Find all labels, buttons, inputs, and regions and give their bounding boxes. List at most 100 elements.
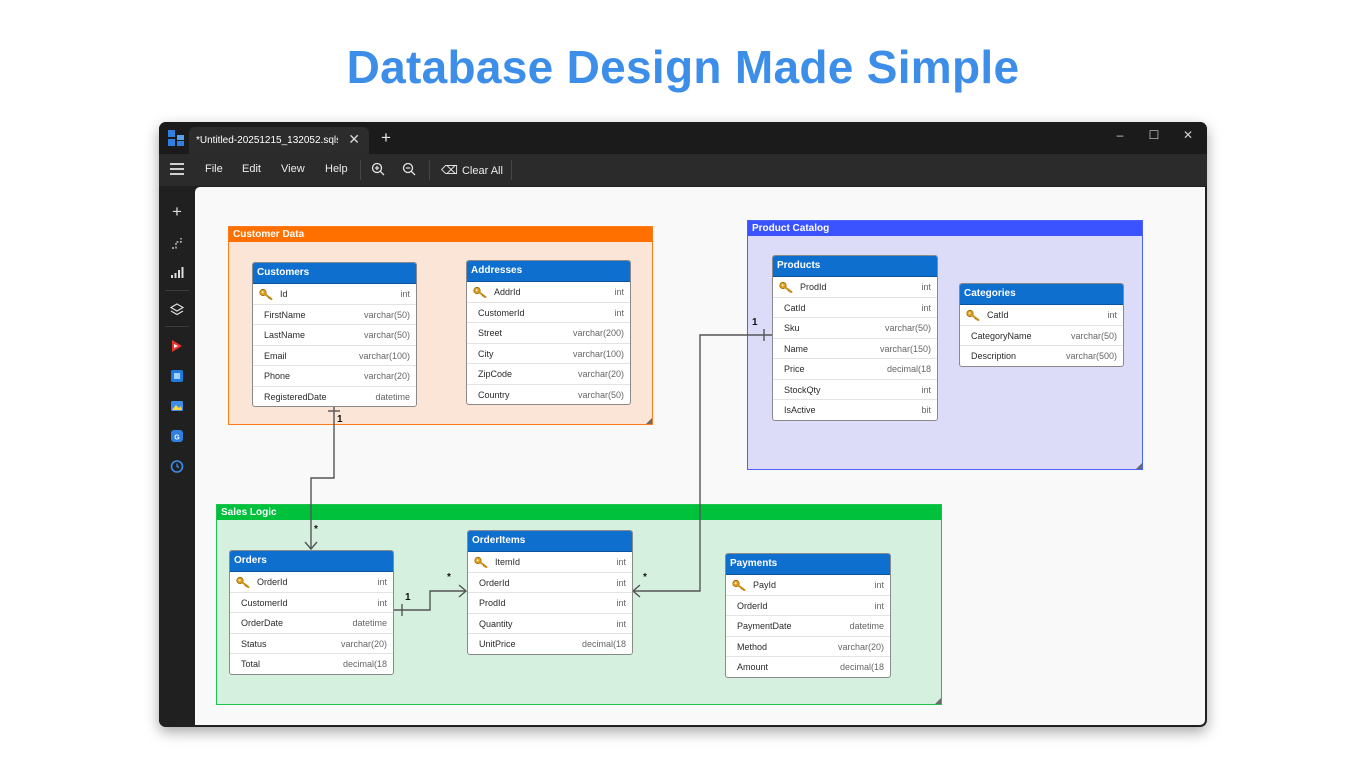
new-tab-button[interactable]: + <box>381 128 391 147</box>
resize-handle[interactable] <box>935 698 941 704</box>
close-window-button[interactable]: ✕ <box>1182 128 1194 142</box>
ext-app-image-icon[interactable] <box>167 396 187 416</box>
menu-file[interactable]: File <box>205 163 223 175</box>
minimize-button[interactable]: – <box>1116 128 1124 142</box>
column-name: Street <box>478 328 503 338</box>
column-row[interactable]: Street varchar(200) <box>467 323 630 344</box>
menu-edit[interactable]: Edit <box>242 163 261 175</box>
column-type: varchar(50) <box>363 309 410 320</box>
app-logo-icon <box>168 130 184 146</box>
column-name: CustomerId <box>478 307 525 318</box>
column-type: varchar(150) <box>879 343 931 354</box>
ext-app-g-icon[interactable]: G <box>167 426 187 446</box>
relation-products-orderitems <box>633 334 772 592</box>
zoom-out-icon[interactable] <box>402 162 416 176</box>
signal-icon[interactable] <box>167 263 187 283</box>
table-title: OrderItems <box>468 531 632 552</box>
relationship-lines <box>304 329 772 616</box>
toolbar-divider <box>360 160 361 180</box>
primary-key-icon <box>732 579 746 591</box>
eraser-icon: ⌫ <box>441 163 458 177</box>
table-title: Customers <box>253 263 416 284</box>
column-name: OrderId <box>737 600 768 611</box>
menu-help[interactable]: Help <box>325 163 348 175</box>
clear-all-button[interactable]: ⌫Clear All <box>441 163 503 177</box>
clear-all-label: Clear All <box>461 165 503 177</box>
column-type: varchar(200) <box>572 328 624 338</box>
column-type: int <box>921 384 931 395</box>
close-tab-icon[interactable]: ✕ <box>348 131 360 147</box>
menu-view[interactable]: View <box>281 163 305 175</box>
svg-text:G: G <box>174 435 180 442</box>
document-tab[interactable]: *Untitled-20251215_132052.sqlsche ✕ <box>189 127 369 154</box>
add-icon[interactable]: + <box>172 202 182 221</box>
hamburger-menu-icon[interactable] <box>170 163 184 178</box>
column-name: LastName <box>264 330 306 340</box>
column-type: varchar(100) <box>572 348 624 359</box>
resize-handle[interactable] <box>646 418 652 424</box>
table-title: Categories <box>960 284 1123 305</box>
maximize-button[interactable]: ☐ <box>1148 128 1160 142</box>
cardinality-one: 1 <box>752 317 758 328</box>
ext-app-red-icon[interactable] <box>167 336 187 356</box>
toolbar-divider <box>511 160 512 180</box>
ext-app-blue-icon[interactable] <box>167 366 187 386</box>
column-type: datetime <box>375 391 410 402</box>
table-title: Payments <box>726 554 890 575</box>
ext-app-clock-icon[interactable] <box>167 456 187 476</box>
cardinality-many: * <box>447 572 451 583</box>
diagram-canvas[interactable]: Customer Data Product Catalog Sales Logi… <box>195 187 1205 725</box>
primary-key-icon <box>236 576 250 588</box>
relation-icon[interactable] <box>167 233 187 253</box>
resize-handle[interactable] <box>1136 463 1142 469</box>
column-name: ItemId <box>495 557 521 567</box>
layers-icon[interactable] <box>167 300 187 320</box>
column-type: varchar(50) <box>884 323 931 333</box>
zoom-in-icon[interactable] <box>371 162 385 176</box>
